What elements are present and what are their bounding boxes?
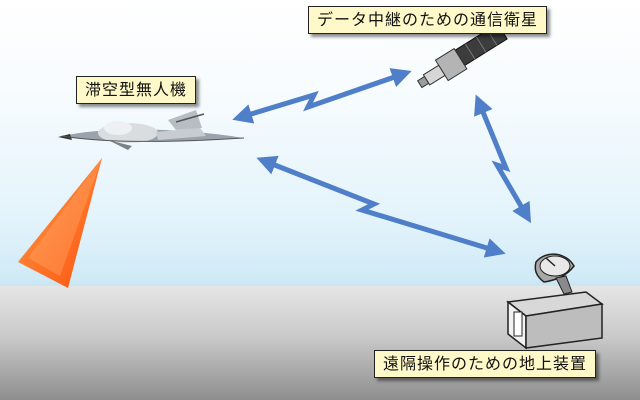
ground-station-icon [506,253,604,350]
satellite-label: データ中継のための通信衛星 [308,6,548,34]
satellite-icon [416,23,508,89]
uav-drone-icon [58,110,245,150]
link-uav-ground-arrow [256,155,506,258]
sensor-beam [18,158,102,288]
uav-label: 滞空型無人機 [76,76,197,104]
link-uav-satellite-arrow [232,68,412,124]
link-satellite-ground-arrow [474,94,532,224]
ground-station-label: 遠隔操作のための地上装置 [374,350,597,378]
